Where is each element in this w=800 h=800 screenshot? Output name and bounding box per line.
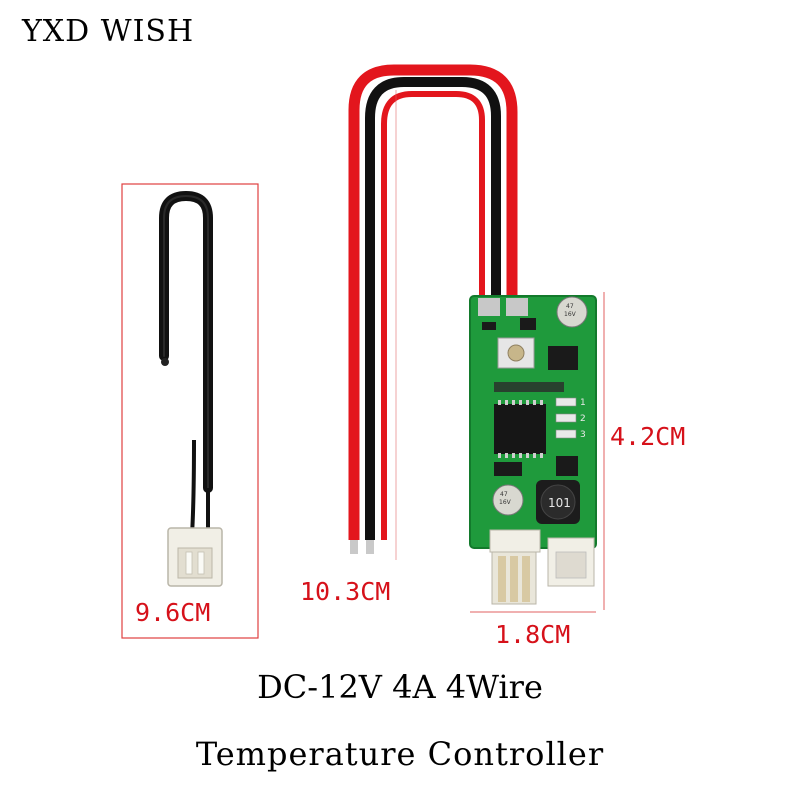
sensor-connector bbox=[167, 527, 223, 587]
caption-spec: DC-12V 4A 4Wire bbox=[257, 668, 543, 706]
caption-title: Temperature Controller bbox=[195, 735, 605, 773]
svg-text:3: 3 bbox=[580, 430, 586, 440]
sensor-length-label: 9.6CM bbox=[135, 598, 211, 627]
pcb-board: 47 16V 1 2 3 47 bbox=[469, 295, 597, 605]
power-cable bbox=[348, 64, 518, 554]
sensor-dimension-frame bbox=[121, 183, 259, 639]
svg-text:101: 101 bbox=[548, 496, 571, 510]
brand-logo-text: YXD WISH bbox=[22, 14, 195, 49]
svg-text:2: 2 bbox=[580, 414, 586, 424]
svg-text:1: 1 bbox=[580, 398, 586, 408]
svg-text:16V: 16V bbox=[564, 311, 577, 318]
svg-text:47: 47 bbox=[500, 491, 508, 498]
thermistor-probe bbox=[159, 190, 213, 536]
svg-text:47: 47 bbox=[566, 303, 574, 310]
svg-text:16V: 16V bbox=[499, 499, 512, 506]
cable-length-label: 10.3CM bbox=[300, 577, 391, 606]
board-width-label: 1.8CM bbox=[495, 620, 571, 649]
board-height-label: 4.2CM bbox=[610, 422, 686, 451]
